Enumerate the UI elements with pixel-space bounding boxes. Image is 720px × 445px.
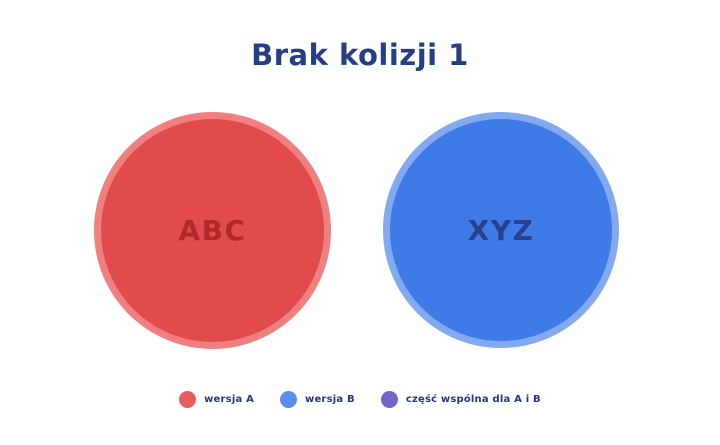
legend-item-set-a: wersja A: [179, 391, 254, 408]
legend-label-set-b: wersja B: [305, 394, 355, 405]
venn-set-circle-abc: ABC: [94, 112, 331, 349]
legend-label-set-a: wersja A: [204, 394, 255, 405]
venn-set-circle-xyz: XYZ: [383, 112, 619, 348]
legend-item-intersection: część wspólna dla A i B: [380, 391, 541, 408]
diagram-title: Brak kolizji 1: [251, 38, 469, 72]
legend-item-set-b: wersja B: [280, 391, 355, 408]
legend-label-intersection: część wspólna dla A i B: [405, 394, 541, 405]
legend-swatch-red-icon: [179, 391, 197, 408]
legend-swatch-purple-icon: [380, 391, 398, 408]
set-label-xyz: XYZ: [467, 213, 535, 247]
legend-swatch-blue-icon: [280, 391, 298, 408]
set-label-abc: ABC: [178, 214, 247, 247]
legend: wersja A wersja B część wspólna dla A i …: [0, 391, 720, 408]
